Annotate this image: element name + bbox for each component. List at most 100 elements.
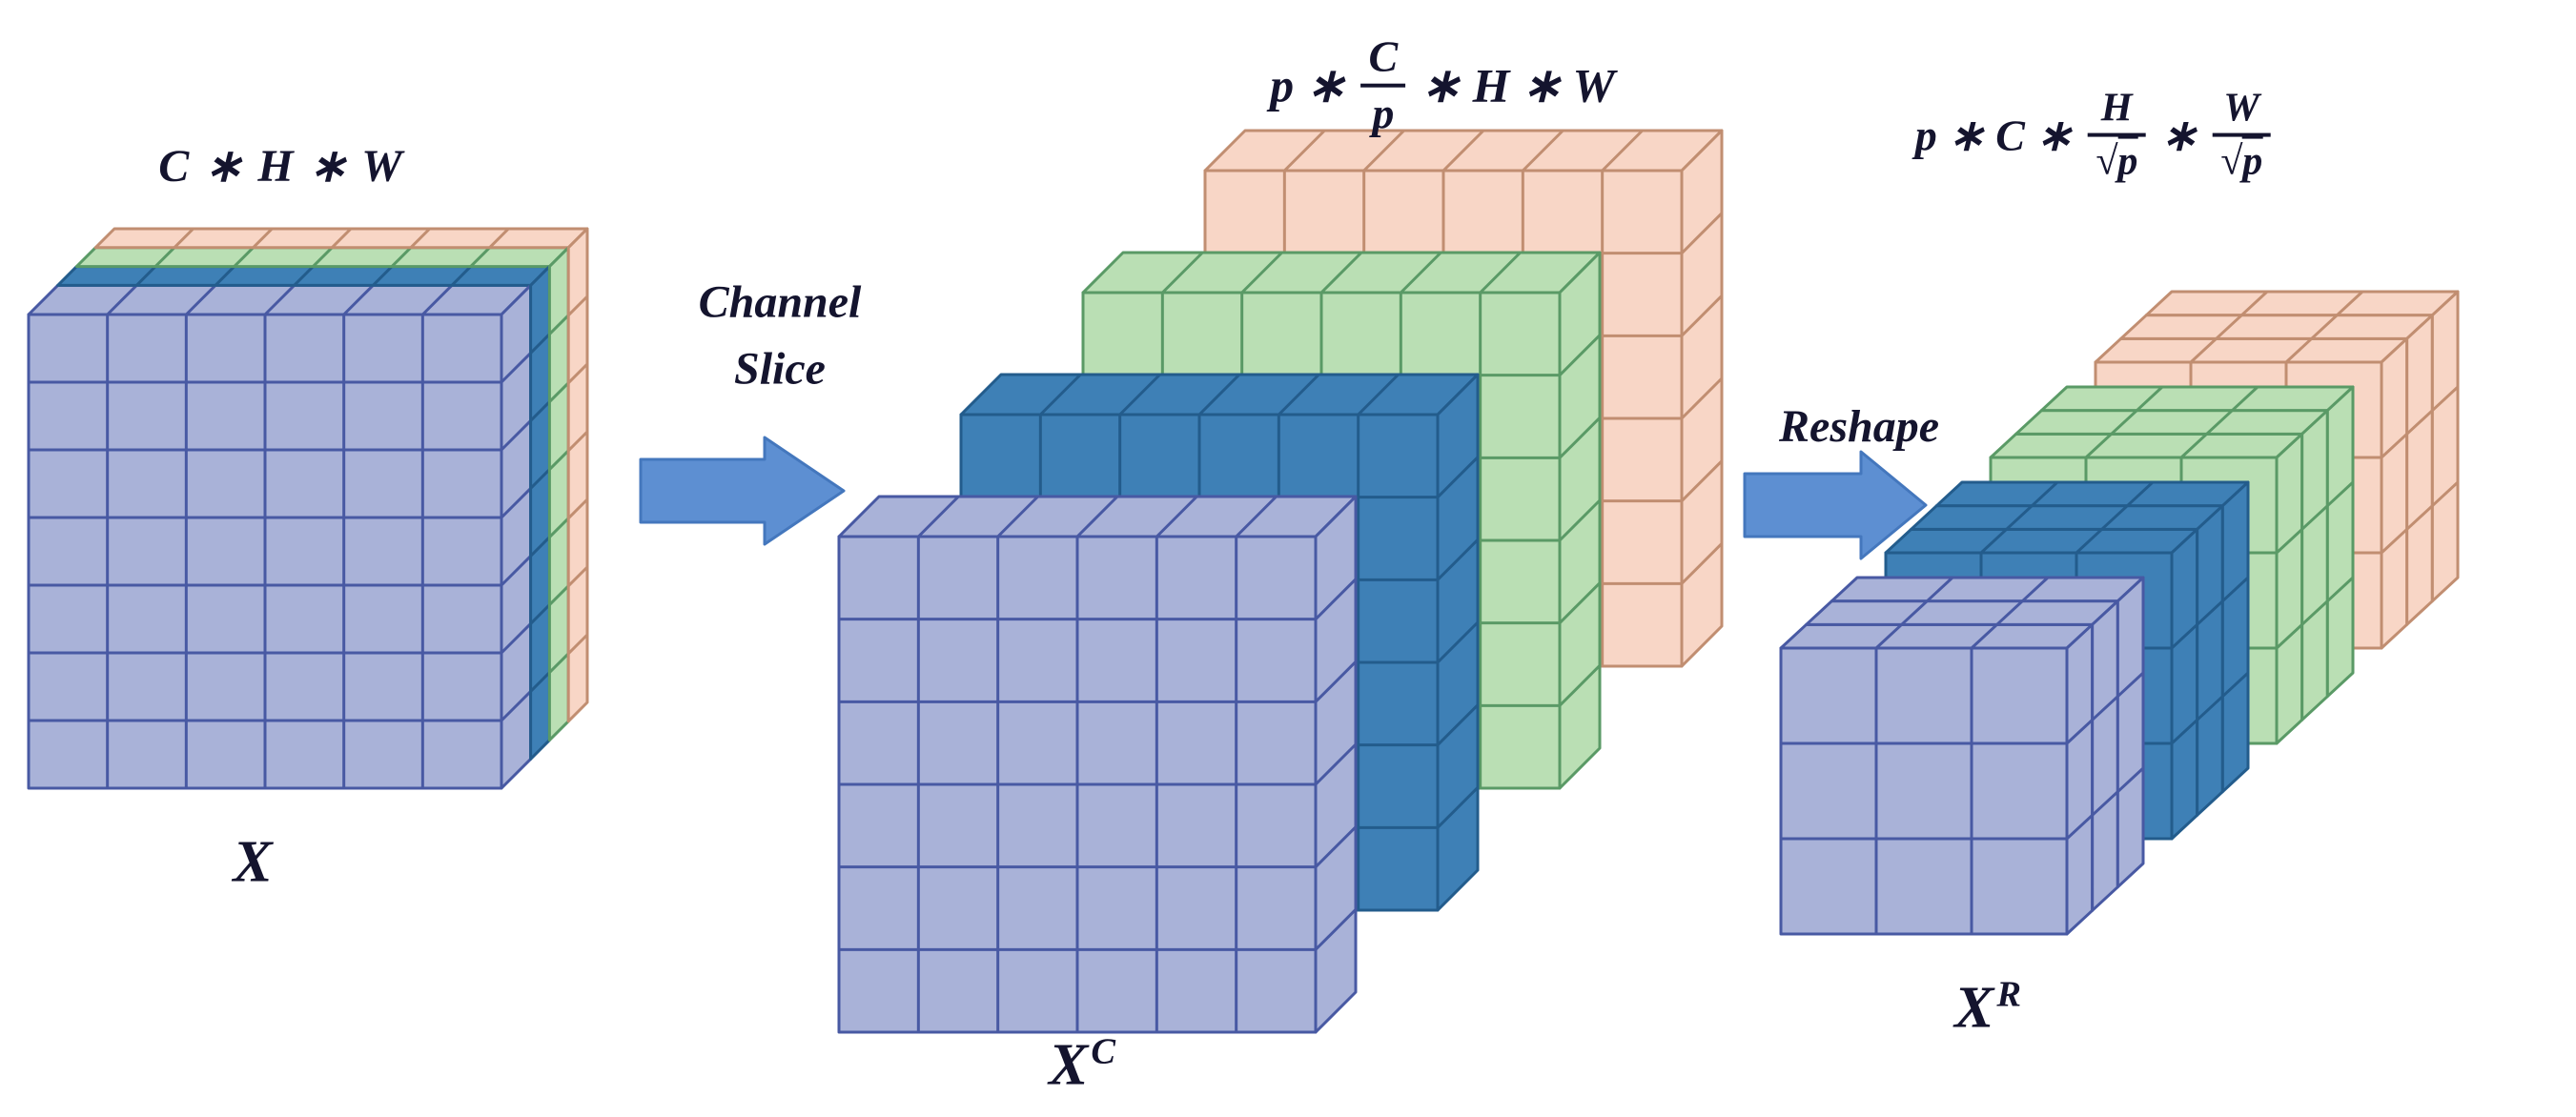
grid-line	[1522, 129, 1564, 173]
grid-line	[2075, 528, 2103, 555]
grid-line	[548, 584, 570, 606]
top-face-pink	[2119, 314, 2434, 340]
grid-line	[1314, 908, 1358, 951]
side-face-lavender	[500, 283, 533, 790]
label-reshape: Reshape	[1779, 401, 1939, 452]
grid-line	[2126, 480, 2155, 507]
grid-line	[1436, 538, 1480, 581]
grid-line	[1558, 498, 1602, 542]
top-face-green	[2039, 385, 2355, 413]
grid-line	[2100, 504, 2129, 531]
grid-line	[2310, 314, 2339, 340]
channel-slice-line1: Channel	[698, 276, 862, 328]
grid-line	[342, 284, 375, 316]
grid-line	[1400, 251, 1442, 294]
grid-line	[1900, 599, 1929, 626]
radicand-p: p	[2242, 135, 2263, 184]
grid-line	[500, 487, 532, 519]
xr-dims-frac-w-denominator: √p	[2213, 135, 2270, 184]
grid-line	[1314, 825, 1358, 868]
grid-line	[263, 284, 296, 316]
xr-dims-prefix: p ∗ C ∗	[1914, 111, 2073, 160]
grid-line	[1436, 620, 1480, 664]
grid-line	[996, 495, 1039, 538]
xr-dims-frac-h-numerator: H	[2087, 87, 2146, 137]
side-face-blue	[2196, 504, 2224, 817]
grid-line	[500, 555, 532, 587]
side-face-lavender	[2116, 576, 2145, 889]
top-face-blue	[1884, 527, 2199, 555]
grid-line	[1118, 373, 1161, 416]
top-face-lavender	[1805, 599, 2119, 626]
grid-line	[185, 284, 216, 316]
grid-line	[1680, 542, 1724, 585]
grid-line	[1283, 129, 1326, 173]
grid-line	[1995, 599, 2024, 626]
grid-line	[1314, 660, 1358, 703]
grid-line	[1979, 528, 2008, 555]
grid-line	[2170, 623, 2198, 650]
grid-line	[293, 265, 315, 287]
channel-slice-arrow-shape	[639, 436, 846, 546]
xc-dims-suffix: ∗ H ∗ W	[1421, 58, 1615, 112]
top-face-green	[2014, 409, 2329, 436]
side-face-green	[2300, 409, 2329, 721]
label-channel-slice: Channel Slice	[699, 269, 862, 401]
grid-line	[1039, 373, 1082, 416]
grid-line	[1075, 495, 1119, 538]
grid-line	[106, 284, 138, 316]
grid-line	[1970, 623, 1998, 650]
grid-line	[2091, 695, 2119, 721]
grid-line	[567, 633, 589, 655]
grid-line	[2021, 576, 2050, 602]
grid-line	[2275, 528, 2303, 555]
grid-line	[500, 622, 532, 655]
grid-line	[2240, 290, 2269, 316]
grid-line	[2031, 480, 2059, 507]
grid-line	[1319, 251, 1363, 294]
grid-line	[1441, 129, 1485, 173]
grid-line	[2231, 385, 2259, 412]
xr-dims-frac-w-numerator: W	[2212, 87, 2271, 137]
grid-line	[450, 265, 472, 287]
xr-name-base: X	[1954, 975, 1994, 1041]
grid-line	[2275, 623, 2303, 650]
radical-sign: √	[2095, 139, 2118, 184]
xc-dims-frac-numerator: C	[1360, 33, 1406, 88]
xc-dims-prefix: p ∗	[1270, 58, 1346, 112]
grid-line	[2110, 409, 2138, 436]
grid-line	[391, 246, 412, 268]
grid-line	[214, 265, 235, 287]
grid-line	[1278, 373, 1320, 416]
grid-line	[1314, 578, 1358, 620]
grid-line	[372, 265, 394, 287]
grid-line	[2065, 719, 2094, 745]
grid-line	[917, 495, 960, 538]
grid-line	[421, 284, 453, 316]
side-face-blue	[529, 265, 551, 761]
grid-line	[1314, 742, 1358, 786]
channel-slice-line2: Slice	[734, 343, 826, 394]
grid-line	[409, 227, 431, 249]
grid-line	[1357, 373, 1400, 416]
grid-line	[2326, 576, 2355, 602]
grid-line	[2405, 504, 2434, 531]
xc-name-superscript: C	[1091, 1031, 1115, 1072]
grid-line	[2336, 290, 2364, 316]
grid-line	[173, 227, 194, 249]
grid-line	[1436, 786, 1480, 829]
grid-line	[2005, 504, 2034, 531]
grid-line	[567, 430, 589, 452]
grid-line	[2380, 528, 2408, 555]
channel-slice-arrow	[639, 436, 846, 546]
grid-line	[1558, 416, 1602, 459]
xr-dims-fraction-h: H √p	[2087, 87, 2146, 184]
side-face-blue	[2220, 480, 2250, 794]
grid-line	[1197, 373, 1241, 416]
top-face-green	[1989, 432, 2304, 459]
grid-line	[2300, 599, 2329, 626]
grid-line	[500, 690, 532, 722]
grid-line	[2196, 599, 2224, 626]
grid-line	[1680, 294, 1724, 337]
